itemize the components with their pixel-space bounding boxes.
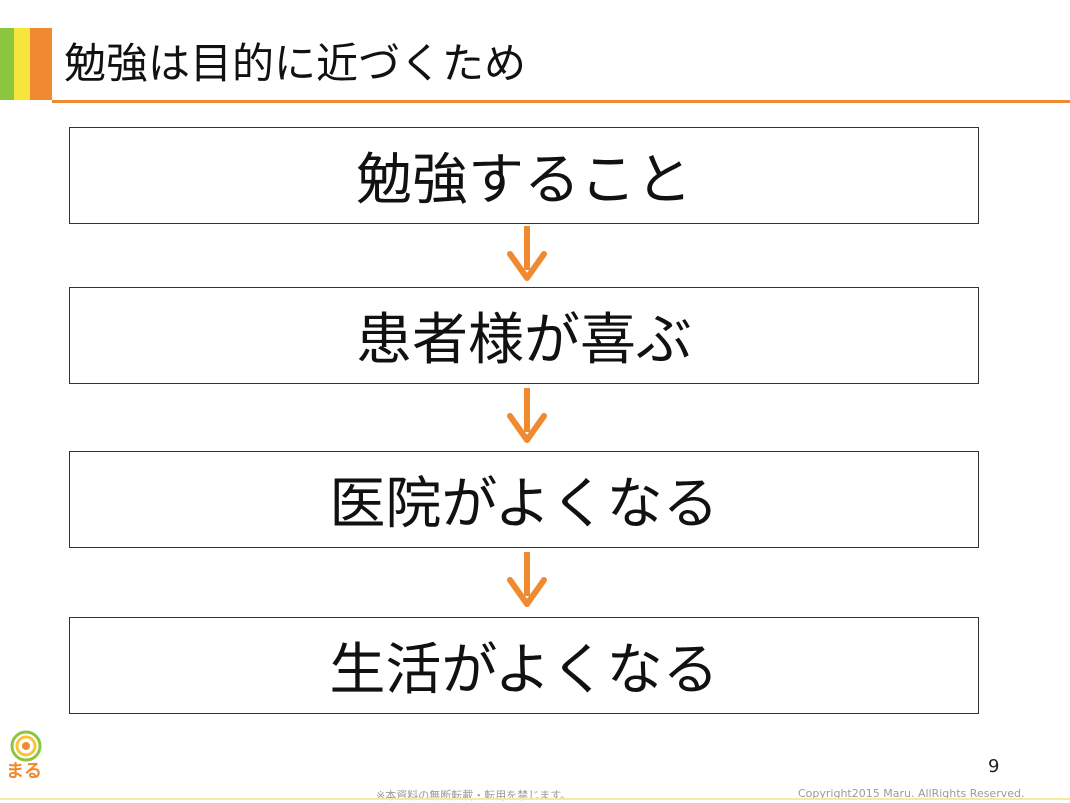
- down-arrow-icon: [507, 552, 547, 607]
- footer-rule: [0, 798, 1070, 800]
- title-underline: [52, 100, 1070, 103]
- footer-copyright: Copyright2015 Maru. AllRights Reserved.: [798, 787, 1025, 800]
- flow-step-3: 医院がよくなる: [69, 451, 979, 548]
- down-arrow-icon: [507, 226, 547, 281]
- page-number: 9: [988, 756, 1000, 777]
- title-stripe-green: [0, 28, 14, 100]
- flow-step-4: 生活がよくなる: [69, 617, 979, 714]
- flow-step-1: 勉強すること: [69, 127, 979, 224]
- maru-logo-icon: [10, 730, 42, 762]
- slide-title: 勉強は目的に近づくため: [64, 39, 527, 88]
- slide-title-bar: 勉強は目的に近づくため: [0, 28, 1070, 103]
- title-stripe-yellow: [14, 28, 30, 100]
- flow-step-2: 患者様が喜ぶ: [69, 287, 979, 384]
- down-arrow-icon: [507, 388, 547, 443]
- logo-text: まる: [6, 761, 42, 782]
- title-stripe-orange: [30, 28, 52, 100]
